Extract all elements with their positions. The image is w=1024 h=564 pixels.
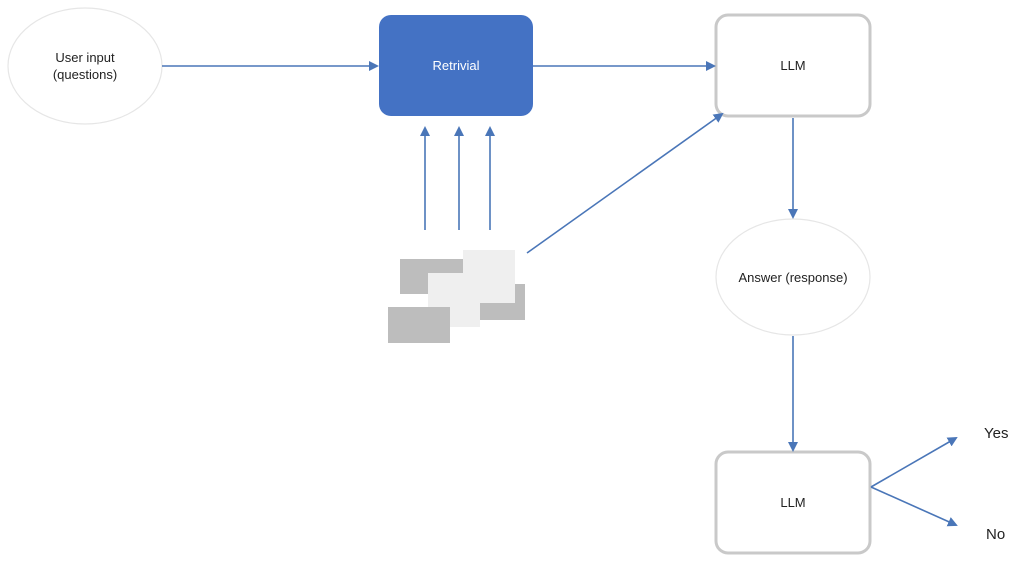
edge-llm-to-no	[870, 486, 958, 527]
llm-top-node: LLM	[714, 13, 872, 118]
retrieval-node: Retrivial	[379, 15, 533, 116]
llm-top-label: LLM	[780, 58, 805, 73]
user-input-label-line2: (questions)	[53, 67, 117, 82]
retrieval-label: Retrivial	[433, 58, 480, 73]
llm-bottom-node: LLM	[714, 450, 872, 555]
edge-llm-to-yes	[870, 437, 958, 488]
edge-docs-to-llm	[526, 112, 724, 254]
user-input-label-line1: User input	[55, 50, 115, 65]
documents-icon	[388, 250, 525, 343]
answer-label: Answer (response)	[738, 270, 847, 285]
llm-bottom-label: LLM	[780, 495, 805, 510]
user-input-node: User input (questions)	[7, 7, 163, 125]
answer-node: Answer (response)	[715, 218, 871, 336]
output-no-label: No	[986, 526, 1005, 543]
output-yes-label: Yes	[984, 425, 1008, 442]
